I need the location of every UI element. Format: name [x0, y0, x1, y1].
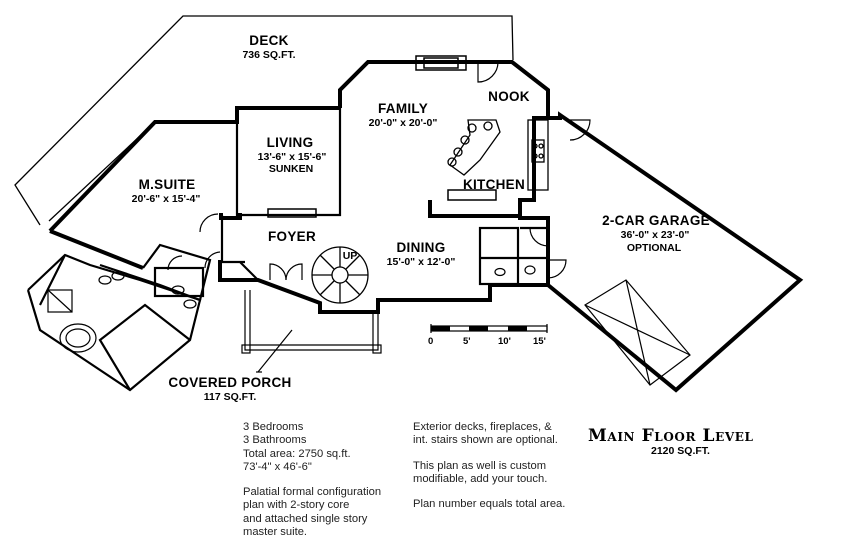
garage-size: 36'-0" x 23'-0" [621, 229, 690, 241]
garage-door [584, 279, 691, 386]
fireplaces [267, 55, 497, 218]
porch-label: COVERED PORCH [168, 375, 291, 390]
porch-size: 117 SQ.FT. [204, 391, 257, 403]
stair-up-label: UP [343, 250, 358, 262]
scale-tick-15: 15' [533, 336, 546, 347]
kitchen-fixtures [447, 119, 549, 191]
msuite-size: 20'-6" x 15'-4" [132, 193, 201, 205]
living-note: SUNKEN [269, 163, 313, 175]
note-line: int. stairs shown are optional. [413, 434, 558, 447]
level-title: Main Floor Level [588, 426, 754, 446]
specs-notes: 3 Bedrooms 3 Bathrooms Total area: 2750 … [243, 421, 381, 551]
note-line: Plan number equals total area. [413, 498, 566, 511]
description-line: Palatial formal configuration [243, 486, 382, 499]
scale-tick-5: 5' [463, 336, 471, 347]
covered-porch [241, 290, 382, 373]
spec-line: 3 Bedrooms [243, 421, 304, 433]
dining-size: 15'-0" x 12'-0" [387, 256, 456, 268]
living-label: LIVING [267, 135, 314, 150]
note-line: This plan as well is custom [413, 459, 547, 472]
deck-label: DECK [249, 33, 288, 48]
scale-tick-0: 0 [428, 336, 433, 347]
level-area: 2120 SQ.FT. [651, 445, 710, 457]
kitchen-label: KITCHEN [463, 177, 525, 192]
doors [167, 61, 591, 281]
garage-label: 2-CAR GARAGE [602, 213, 710, 228]
nook-label: NOOK [488, 89, 530, 104]
spec-line: Total area: 2750 sq.ft. [243, 447, 351, 460]
note-line: modifiable, add your touch. [413, 472, 548, 485]
room-labels: DECK 736 SQ.FT. FAMILY 20'-0" x 20'-0" N… [132, 33, 710, 403]
deck-size: 736 SQ.FT. [242, 49, 295, 61]
garage-note: OPTIONAL [627, 242, 682, 254]
description-line: plan with 2-story core [243, 499, 350, 512]
scale-bar: 0 5' 10' 15' [428, 324, 548, 347]
spec-line: 3 Bathrooms [243, 434, 307, 447]
living-size: 13'-6" x 15'-6" [258, 151, 327, 163]
dining-label: DINING [396, 240, 445, 255]
description-line: and attached single story [243, 512, 368, 525]
foyer-label: FOYER [268, 229, 316, 244]
bath-fixtures [47, 265, 536, 353]
family-label: FAMILY [378, 101, 428, 116]
family-size: 20'-0" x 20'-0" [369, 117, 438, 129]
spiral-stair [311, 246, 369, 304]
msuite-label: M.SUITE [139, 177, 196, 192]
options-notes: Exterior decks, fireplaces, & int. stair… [413, 421, 565, 523]
description-line: master suite. [243, 526, 308, 539]
spec-line: 73'-4" x 46'-6" [243, 460, 312, 473]
scale-tick-10: 10' [498, 336, 511, 347]
note-line: Exterior decks, fireplaces, & [413, 421, 552, 433]
